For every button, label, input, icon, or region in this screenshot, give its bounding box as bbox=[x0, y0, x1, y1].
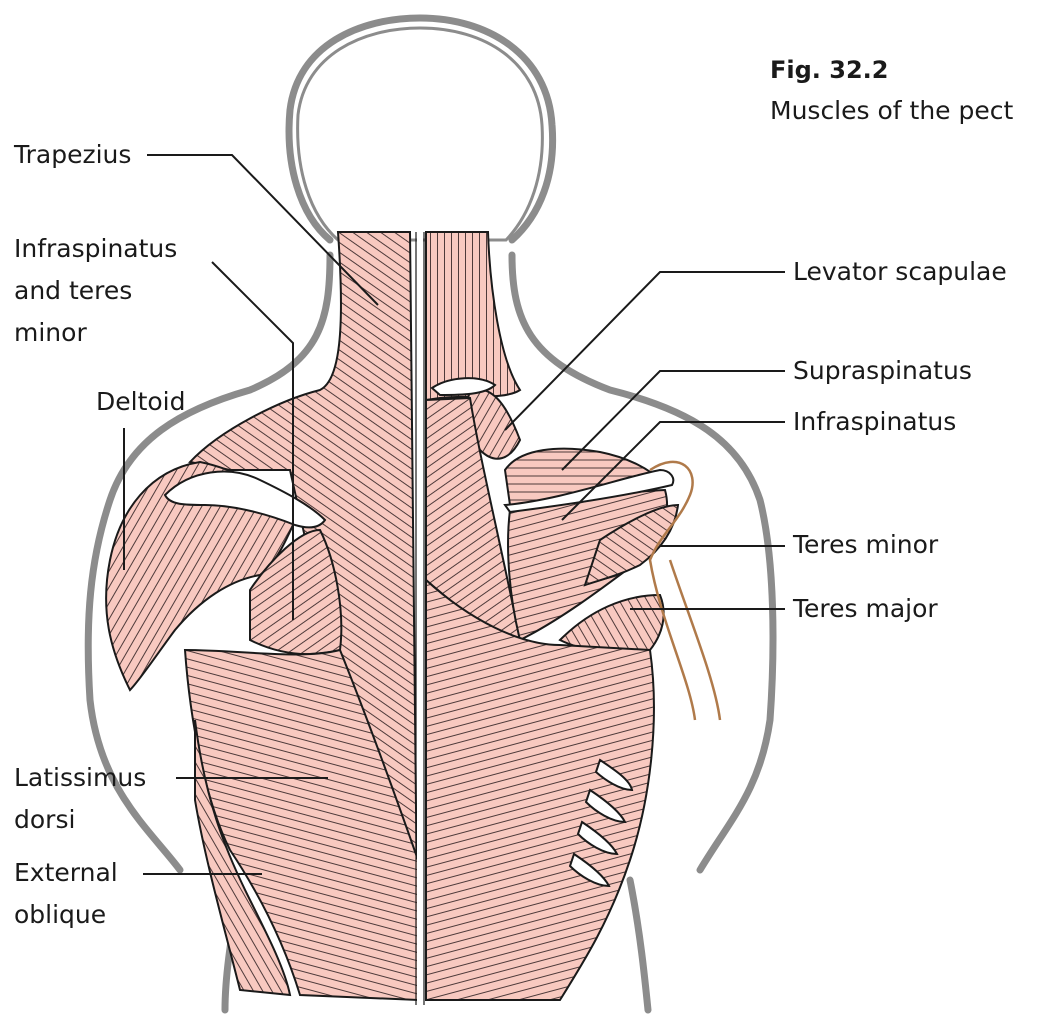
label-infraspinatus-teres-minor-line3: minor bbox=[14, 318, 87, 347]
label-external-oblique-line1: External bbox=[14, 858, 118, 887]
leader-levator-scapulae bbox=[504, 271, 785, 431]
teres-minor-muscle bbox=[583, 503, 680, 587]
label-levator-scapulae: Levator scapulae bbox=[793, 257, 1007, 286]
label-external-oblique-line2: oblique bbox=[14, 900, 107, 929]
label-teres-major: Teres major bbox=[793, 594, 938, 623]
label-supraspinatus: Supraspinatus bbox=[793, 356, 972, 385]
label-latissimus-dorsi-line1: Latissimus bbox=[14, 763, 147, 792]
label-infraspinatus-teres-minor-line2: and teres bbox=[14, 276, 133, 305]
right-latissimus-dorsi bbox=[425, 577, 655, 1001]
leader-infraspinatus-teres-minor bbox=[211, 261, 294, 620]
leader-lines bbox=[123, 154, 785, 875]
figure-caption: Muscles of the pect bbox=[770, 96, 1014, 125]
scapula-spine bbox=[163, 377, 675, 529]
label-latissimus-dorsi-line2: dorsi bbox=[14, 805, 76, 834]
head bbox=[296, 26, 544, 242]
label-deltoid: Deltoid bbox=[96, 387, 186, 416]
label-trapezius: Trapezius bbox=[14, 140, 132, 169]
right-ribs bbox=[568, 758, 634, 888]
left-external-oblique bbox=[194, 719, 292, 997]
label-infraspinatus-teres-minor-line1: Infraspinatus bbox=[14, 234, 178, 263]
leader-supraspinatus bbox=[561, 370, 785, 471]
label-teres-minor: Teres minor bbox=[793, 530, 939, 559]
label-infraspinatus: Infraspinatus bbox=[793, 407, 957, 436]
left-infraspinatus-teres-minor bbox=[249, 528, 343, 656]
right-neck-muscles bbox=[425, 231, 522, 402]
leader-infraspinatus bbox=[561, 421, 785, 521]
leader-trapezius bbox=[147, 154, 379, 306]
right-humerus-outline bbox=[648, 460, 722, 721]
figure-number: Fig. 32.2 bbox=[770, 56, 889, 84]
